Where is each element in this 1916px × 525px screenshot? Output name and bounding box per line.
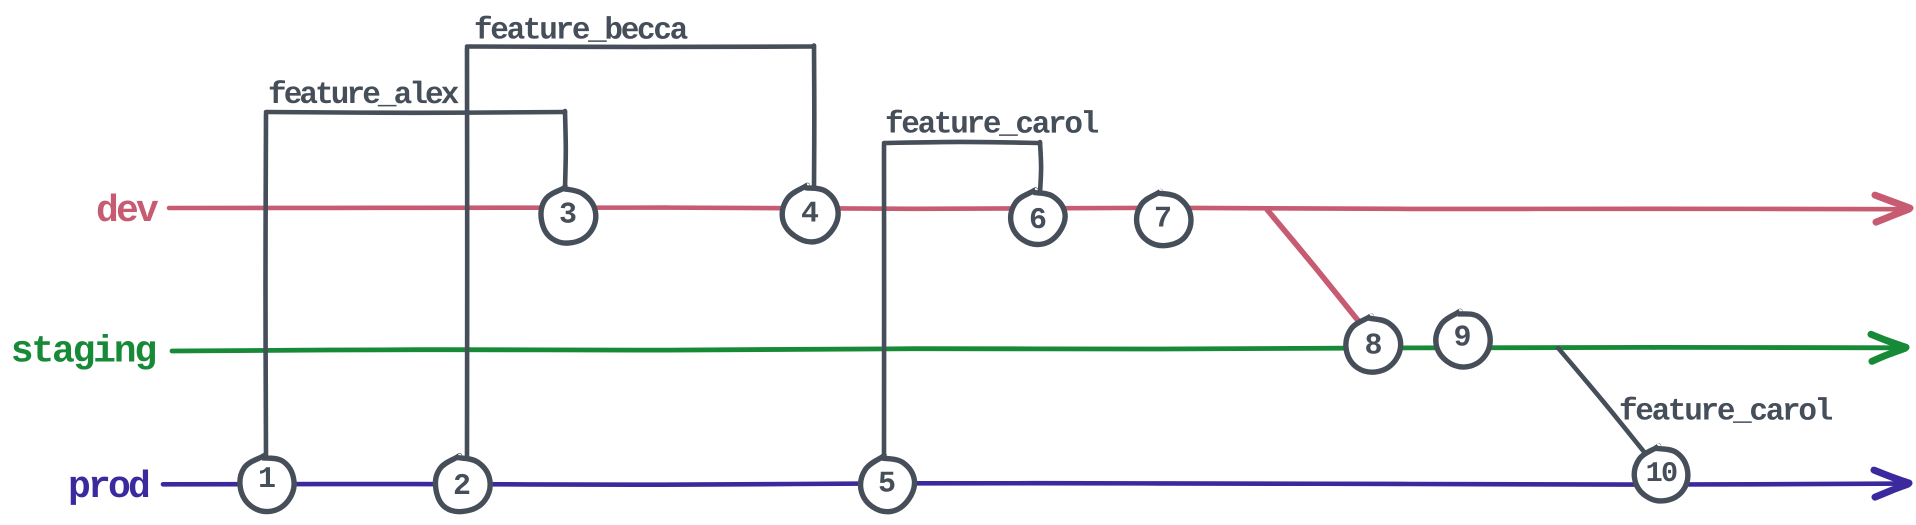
- svg-text:5: 5: [878, 467, 896, 501]
- svg-text:feature_carol: feature_carol: [885, 108, 1099, 143]
- svg-text:staging: staging: [11, 330, 156, 373]
- svg-text:feature_alex: feature_alex: [268, 78, 459, 113]
- svg-text:6: 6: [1029, 204, 1047, 238]
- svg-text:dev: dev: [96, 190, 159, 233]
- svg-text:prod: prod: [68, 466, 149, 509]
- svg-text:9: 9: [1453, 321, 1471, 355]
- svg-text:4: 4: [801, 197, 819, 231]
- svg-text:10: 10: [1646, 457, 1677, 490]
- svg-text:2: 2: [453, 470, 471, 504]
- svg-text:7: 7: [1154, 202, 1172, 236]
- svg-text:1: 1: [258, 463, 276, 497]
- svg-text:3: 3: [559, 198, 577, 232]
- svg-text:feature_carol: feature_carol: [1619, 395, 1833, 430]
- svg-text:feature_becca: feature_becca: [474, 14, 688, 49]
- svg-text:8: 8: [1364, 329, 1382, 363]
